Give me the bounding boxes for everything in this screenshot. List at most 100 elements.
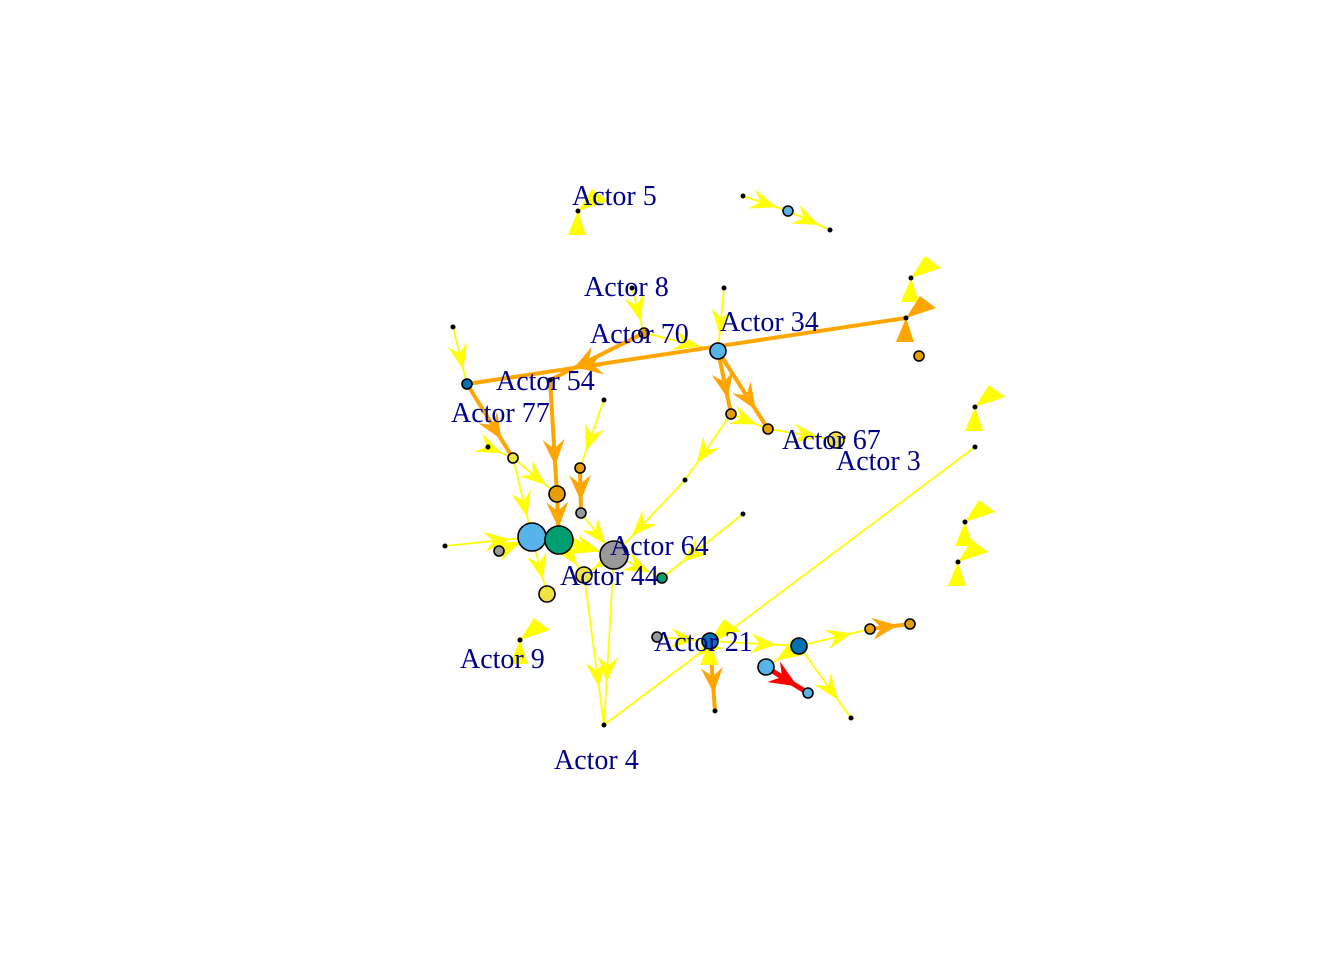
graph-node — [517, 637, 523, 643]
node-label: Actor 64 — [610, 531, 709, 562]
graph-node — [740, 193, 746, 199]
edge-layer — [444, 189, 1005, 726]
edge-line — [465, 382, 515, 460]
node-label: Actor 77 — [451, 398, 550, 429]
edge-arrowhead — [478, 411, 502, 440]
graph-node — [485, 444, 491, 450]
edge-arrowhead — [670, 628, 697, 649]
edge-arrowhead — [748, 189, 777, 209]
edge-arrowhead — [729, 405, 757, 425]
edge-line — [709, 640, 800, 647]
edge-arrowhead — [526, 552, 547, 580]
edge-self-loop — [700, 619, 740, 665]
node-label: Actor 67 — [782, 425, 881, 456]
edge-arrowhead — [814, 673, 838, 700]
node-label: Actor 44 — [560, 561, 659, 592]
graph-node — [904, 618, 916, 630]
edge-arrowhead — [585, 423, 605, 451]
graph-node — [701, 632, 719, 650]
graph-node — [574, 462, 586, 474]
edge-line — [613, 479, 686, 556]
graph-node — [507, 452, 519, 464]
edge-arrowhead — [542, 438, 565, 466]
edge-arrowhead — [750, 633, 777, 654]
edge-self-loop — [948, 540, 988, 586]
graph-node — [575, 507, 587, 519]
edge-line — [583, 574, 605, 726]
node-label: Actor 21 — [654, 627, 753, 658]
graph-node — [908, 275, 914, 281]
graph-node — [827, 227, 833, 233]
edge-arrowhead — [546, 501, 569, 529]
node-label: Actor 9 — [460, 644, 545, 675]
graph-node — [575, 566, 593, 584]
edge-arrowhead — [711, 370, 734, 399]
graph-node — [638, 327, 650, 339]
edge-line — [684, 413, 732, 481]
edge-line — [798, 645, 852, 719]
edge-arrowhead — [569, 474, 592, 502]
graph-node — [790, 637, 808, 655]
graph-node — [442, 543, 448, 549]
graph-node — [601, 722, 607, 728]
edge-arrowhead — [493, 541, 521, 562]
edge-arrowhead — [767, 661, 798, 687]
graph-node — [544, 525, 574, 555]
edge-arrowhead — [631, 510, 657, 537]
graph-node — [601, 397, 607, 403]
graph-node — [547, 377, 553, 383]
edge-line — [716, 349, 770, 431]
graph-node — [903, 315, 909, 321]
node-label: Actor 34 — [720, 307, 819, 338]
graph-node — [629, 285, 635, 291]
graph-node — [782, 205, 794, 217]
edge-arrowhead — [598, 655, 619, 683]
edge-self-loop — [901, 256, 941, 302]
edge-line — [579, 399, 605, 469]
node-label: Actor 4 — [554, 745, 639, 776]
graph-node — [864, 623, 876, 635]
graph-node — [575, 208, 581, 214]
graph-node — [651, 631, 663, 643]
graph-node — [762, 423, 774, 435]
graph-node — [517, 522, 547, 552]
edge-arrowhead — [581, 517, 606, 545]
edge-arrowhead — [511, 489, 531, 518]
edge-arrowhead — [700, 666, 723, 694]
graph-node — [955, 559, 961, 565]
edge-arrowhead — [870, 617, 899, 640]
edge-arrowhead — [732, 381, 756, 410]
edge-arrowhead — [572, 534, 601, 555]
edge-arrowhead — [573, 346, 602, 369]
node-layer — [442, 193, 978, 728]
edge-arrowhead — [483, 531, 511, 552]
graph-node — [461, 378, 473, 390]
graph-node — [656, 572, 668, 584]
edge-line — [767, 428, 837, 441]
edge-arrowhead — [712, 308, 732, 336]
graph-node — [972, 444, 978, 450]
graph-node — [972, 404, 978, 410]
edge-arrowhead — [791, 423, 819, 443]
graph-node — [493, 545, 505, 557]
graph-node — [802, 687, 814, 699]
edge-line — [548, 379, 559, 495]
graph-node — [913, 350, 925, 362]
edge-arrowhead — [576, 352, 605, 375]
edge-arrowhead — [624, 293, 644, 322]
graph-node — [725, 408, 737, 420]
edge-arrowhead — [824, 629, 853, 650]
edge-self-loop — [896, 296, 936, 342]
graph-node — [450, 324, 456, 330]
edge-arrowhead — [622, 551, 650, 573]
graph-node — [962, 519, 968, 525]
edge-line — [603, 554, 615, 726]
graph-node — [548, 485, 566, 503]
edge-arrowhead — [696, 436, 720, 464]
graph-node — [712, 708, 718, 714]
edge-line — [798, 628, 871, 647]
edge-arrowhead — [671, 330, 700, 351]
